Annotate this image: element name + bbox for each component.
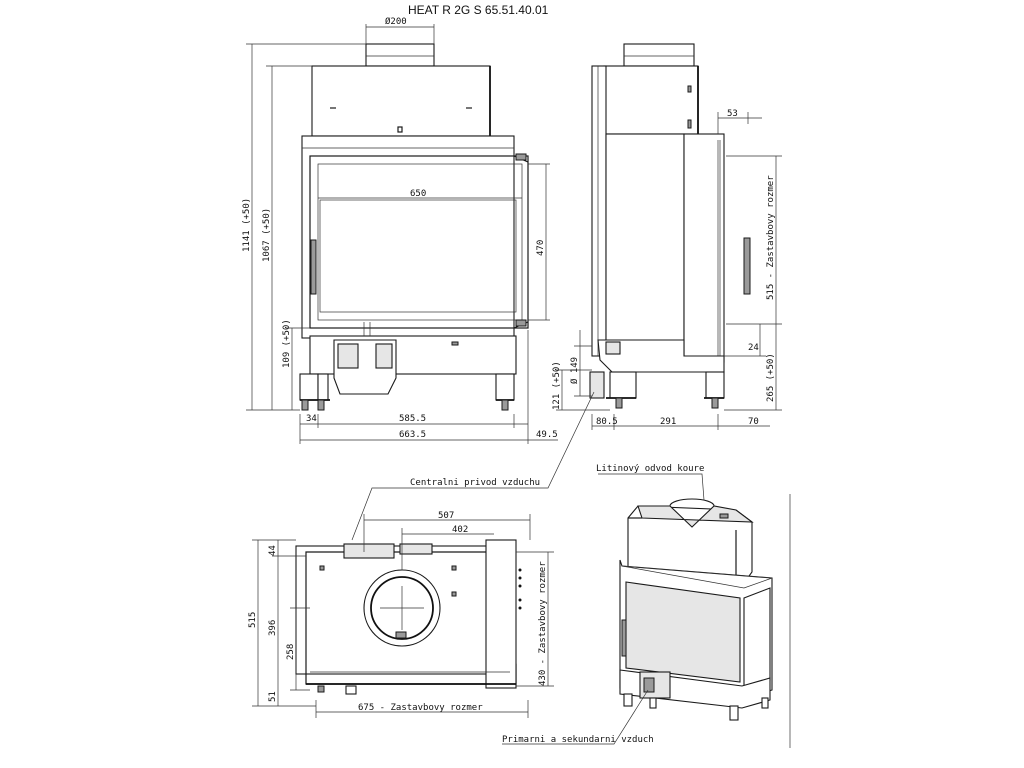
plan-install-width-label: 675 - Zastavbovy rozmer [358,703,483,713]
plan-view: 507 402 515 44 396 258 51 675 - Zastavbo… [248,511,554,718]
side-glass-width-label: 49.5 [536,430,558,440]
plan-width-402-label: 402 [452,525,468,535]
total-height-label: 1141 (+50) [242,198,252,252]
flue-diameter-label: Ø200 [385,16,407,27]
glass-width-label: 650 [410,189,426,199]
legs-width-label: 585.5 [399,414,426,424]
convection-box [311,65,491,137]
leg-left-1 [299,373,319,401]
side-air-inlet-height-label: 121 (+50) [552,361,562,410]
central-air-leader [351,391,595,541]
door-frame [309,155,529,329]
side-base [597,339,725,373]
iso-side-glass [743,587,771,687]
leg-offset-label: 34 [306,414,317,424]
leg-right [495,373,515,401]
drawing-title: HEAT R 2G S 65.51.40.01 [408,3,549,17]
door-handle [310,239,317,295]
plan-install-depth-label: 430 - Zastavbovy rozmer [538,561,548,686]
front-view: Ø200 650 470 [242,16,558,444]
plan-width-507-label: 507 [438,511,454,521]
body-width-label: 663.5 [399,430,426,440]
plan-depth-44-label: 44 [268,545,278,556]
plan-depth-396-label: 396 [268,620,278,636]
plan-depth-51-label: 51 [268,691,278,702]
side-install-depth-label: 515 - Zastavbovy rozmer [766,175,776,300]
plan-depth-258-label: 258 [286,644,296,660]
side-body [605,133,685,357]
glass-height-label: 470 [536,240,546,256]
central-air-label: Centralni privod vzduchu [410,478,540,488]
leg-left-2 [317,373,329,401]
side-back-width-label: 70 [748,417,759,427]
flue-collar [365,43,435,67]
fireplace-body [301,135,515,339]
side-top-depth-label: 53 [727,109,738,119]
iso-front-glass [625,581,741,683]
door-height-label: 1067 (+50) [262,208,272,262]
primary-air-leader [502,689,649,745]
plan-flue-inner [370,576,434,640]
cast-flue-label: Litinový odvod koure [596,464,704,474]
side-air-inlet-diameter-label: Ø 149 [569,357,580,384]
side-convection-box [603,65,699,135]
side-view: 53 515 - Zastavbovy rozmer 24 265 (+50) … [552,43,782,430]
cast-flue-leader [598,473,705,501]
plan-depth-515-label: 515 [248,612,258,628]
side-mid-width-label: 291 [660,417,676,427]
iso-view: Litinový odvod koure Primarni a sekundar… [502,464,791,748]
side-glass-frame [683,133,725,363]
front-glass [319,199,517,313]
side-bottom-height-label: 265 (+50) [766,353,776,402]
side-handle [743,237,751,295]
primary-air-label: Primarni a sekundarni vzduch [502,735,654,745]
side-flue-collar [623,43,695,67]
side-front-width-label: 80.5 [596,417,618,427]
side-glass-bottom-label: 24 [748,343,759,353]
base-height-label: 109 (+50) [282,319,292,368]
